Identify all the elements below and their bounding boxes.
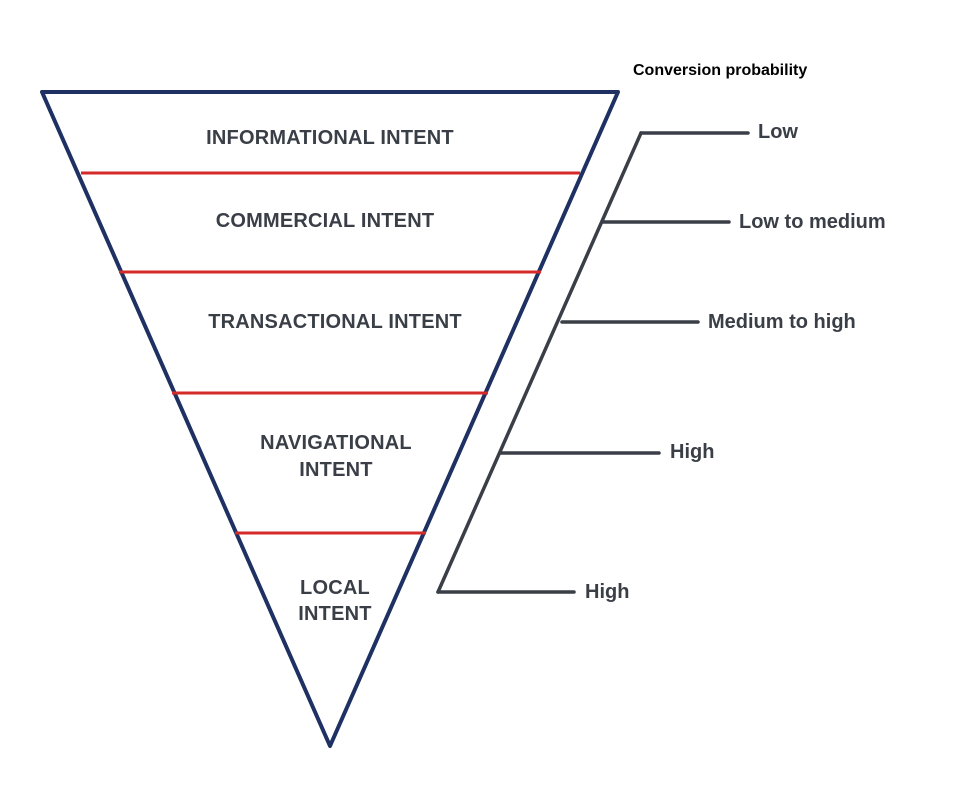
level-label-commercial: COMMERCIAL INTENT <box>216 210 435 232</box>
level-label-local-line1: LOCAL <box>300 577 370 599</box>
probability-label-1: Low <box>758 121 798 143</box>
level-label-transactional: TRANSACTIONAL INTENT <box>208 311 462 333</box>
level-label-navigational-line2: INTENT <box>299 459 372 481</box>
level-label-local-line2: INTENT <box>298 603 371 625</box>
probability-label-5: High <box>585 581 629 603</box>
probability-label-4: High <box>670 441 714 463</box>
probability-label-2: Low to medium <box>739 211 886 233</box>
probability-scale-spine <box>436 131 643 594</box>
funnel-outline <box>40 90 620 748</box>
conversion-probability-title: Conversion probability <box>633 62 807 79</box>
level-label-informational: INFORMATIONAL INTENT <box>206 127 454 149</box>
level-label-navigational-line1: NAVIGATIONAL <box>260 432 412 454</box>
probability-label-3: Medium to high <box>708 311 856 333</box>
